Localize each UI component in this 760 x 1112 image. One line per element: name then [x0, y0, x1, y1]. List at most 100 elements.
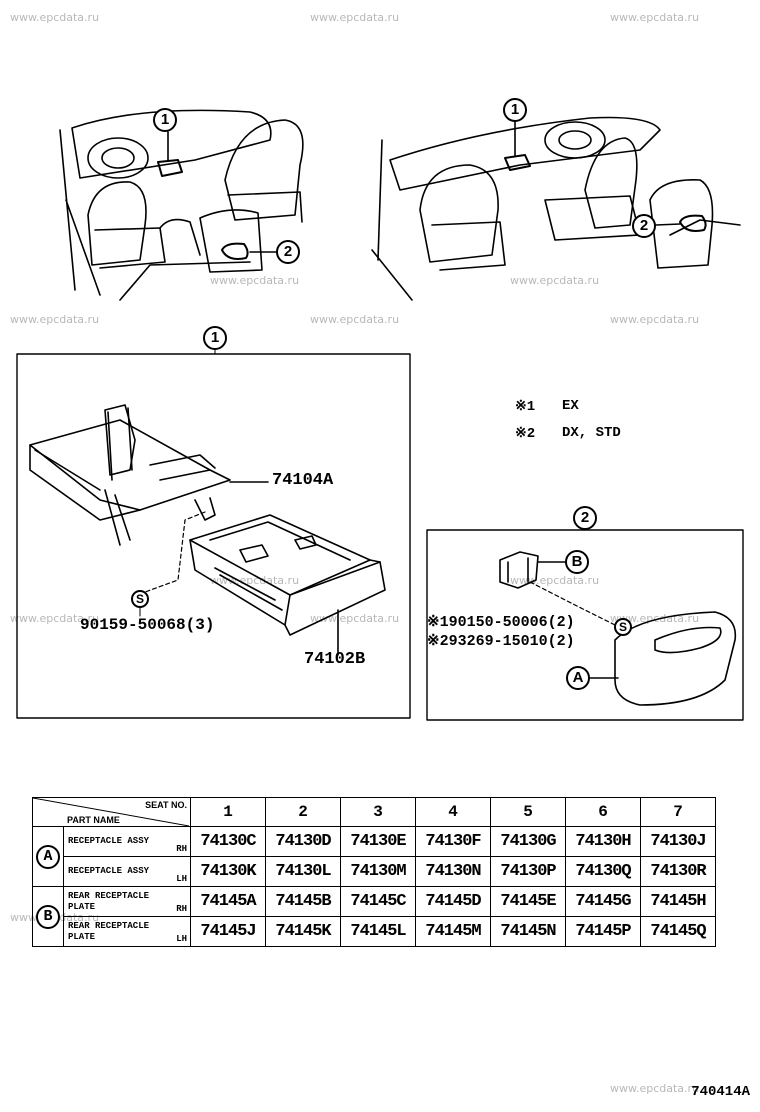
part-number: 74130N [415, 856, 491, 887]
part-number: 74145J [190, 916, 266, 947]
callout-2-top-right: 2 [632, 214, 656, 238]
seat-no-5: 5 [490, 797, 566, 827]
label-screw-190150: ※190150-50006(2) [427, 614, 575, 631]
part-number: 74145N [490, 916, 566, 947]
table-row: REAR RECEPTACLE PLATE LH 74145J 74145K 7… [33, 916, 716, 947]
interior-view-right [371, 116, 741, 301]
label-74104a: 74104A [272, 471, 334, 490]
header-cell: SEAT NO. PART NAME [32, 797, 191, 827]
part-number: 74145E [490, 886, 566, 917]
callout-1-top-right: 1 [503, 98, 527, 122]
callout-a: A [566, 666, 590, 690]
watermark: www.epcdata.ru [610, 313, 700, 326]
watermark: www.epcdata.ru [210, 274, 300, 287]
note-1-mark: ※1 [515, 399, 536, 415]
header-seat-no: SEAT NO. [145, 800, 187, 810]
note-1-text: EX [562, 398, 579, 414]
seat-no-1: 1 [190, 797, 266, 827]
part-number: 74145G [565, 886, 641, 917]
callout-2-top-left: 2 [276, 240, 300, 264]
watermark: www.epcdata.ru [610, 1082, 700, 1095]
part-number: 74130E [340, 826, 416, 857]
parts-table: SEAT NO. PART NAME 1 2 3 4 5 6 7 A RECEP… [32, 797, 716, 947]
receptacle-assy [589, 611, 737, 706]
seat-no-2: 2 [265, 797, 341, 827]
part-number: 74145L [340, 916, 416, 947]
callout-1-top-left: 1 [153, 108, 177, 132]
part-side: RH [176, 844, 187, 854]
screw-s-callout: S [131, 590, 149, 608]
watermark: www.epcdata.ru [10, 612, 100, 625]
watermark: www.epcdata.ru [10, 11, 100, 24]
watermark: www.epcdata.ru [10, 313, 100, 326]
watermark: www.epcdata.ru [310, 11, 400, 24]
part-name: RECEPTACLE ASSY [68, 836, 150, 846]
part-name-cell: REAR RECEPTACLE PLATE RH [63, 886, 191, 917]
section-2-frame [426, 529, 744, 721]
ashtray-74102b [189, 514, 386, 656]
label-screw-293269: ※293269-15010(2) [427, 633, 575, 650]
part-number: 74145Q [640, 916, 716, 947]
note-2-text: DX, STD [562, 425, 621, 441]
bracket-74104a [29, 404, 269, 546]
interior-view-left [59, 109, 304, 301]
part-number: 74145D [415, 886, 491, 917]
screw-s-callout-2: S [614, 618, 632, 636]
watermark: www.epcdata.ru [510, 274, 600, 287]
watermark: www.epcdata.ru [610, 11, 700, 24]
part-number: 74145A [190, 886, 266, 917]
part-number: 74130R [640, 856, 716, 887]
part-name: REAR RECEPTACLE PLATE [68, 920, 150, 942]
part-number: 74130H [565, 826, 641, 857]
part-number: 74145M [415, 916, 491, 947]
drawing-number: 740414A [691, 1084, 750, 1100]
part-number: 74130F [415, 826, 491, 857]
group-marker-a: A [32, 826, 64, 887]
rear-receptacle-plate [499, 551, 616, 626]
table-row: B REAR RECEPTACLE PLATE RH 74145A 74145B… [32, 886, 716, 947]
part-name-cell: RECEPTACLE ASSY LH [63, 856, 191, 887]
table-row: RECEPTACLE ASSY LH 74130K 74130L 74130M … [33, 856, 716, 887]
part-number: 74145P [565, 916, 641, 947]
table-row: A RECEPTACLE ASSY RH 74130C 74130D 74130… [32, 826, 716, 887]
part-number: 74130D [265, 826, 341, 857]
label-74102b: 74102B [304, 650, 366, 669]
section-2-callout: 2 [573, 506, 597, 530]
part-number: 74130L [265, 856, 341, 887]
part-side: LH [176, 934, 187, 944]
part-number: 74145B [265, 886, 341, 917]
part-number: 74130C [190, 826, 266, 857]
part-number: 74145H [640, 886, 716, 917]
group-a-circle: A [36, 844, 60, 869]
label-screw-90159: 90159-50068(3) [80, 616, 215, 634]
part-name: REAR RECEPTACLE PLATE [68, 890, 150, 912]
header-part-name: PART NAME [67, 815, 120, 825]
part-number: 74130M [340, 856, 416, 887]
seat-no-7: 7 [640, 797, 716, 827]
header-diagonal [33, 798, 189, 826]
note-2-mark: ※2 [515, 426, 536, 442]
section-1-frame [16, 353, 411, 719]
part-name-cell: RECEPTACLE ASSY RH [63, 826, 191, 857]
part-number: 74145K [265, 916, 341, 947]
part-name-cell: REAR RECEPTACLE PLATE LH [63, 916, 191, 947]
seat-no-3: 3 [340, 797, 416, 827]
part-number: 74130P [490, 856, 566, 887]
watermark: www.epcdata.ru [310, 313, 400, 326]
part-number: 74130G [490, 826, 566, 857]
seat-no-4: 4 [415, 797, 491, 827]
group-marker-b: B [32, 886, 64, 947]
group-b-circle: B [36, 904, 60, 929]
part-number: 74145C [340, 886, 416, 917]
part-number: 74130Q [565, 856, 641, 887]
part-name: RECEPTACLE ASSY [68, 866, 150, 876]
part-number: 74130K [190, 856, 266, 887]
callout-b: B [565, 550, 589, 574]
table-header-row: SEAT NO. PART NAME 1 2 3 4 5 6 7 [32, 797, 716, 827]
part-side: LH [176, 874, 187, 884]
seat-no-6: 6 [565, 797, 641, 827]
part-number: 74130J [640, 826, 716, 857]
section-1-callout: 1 [203, 326, 227, 350]
part-side: RH [176, 904, 187, 914]
